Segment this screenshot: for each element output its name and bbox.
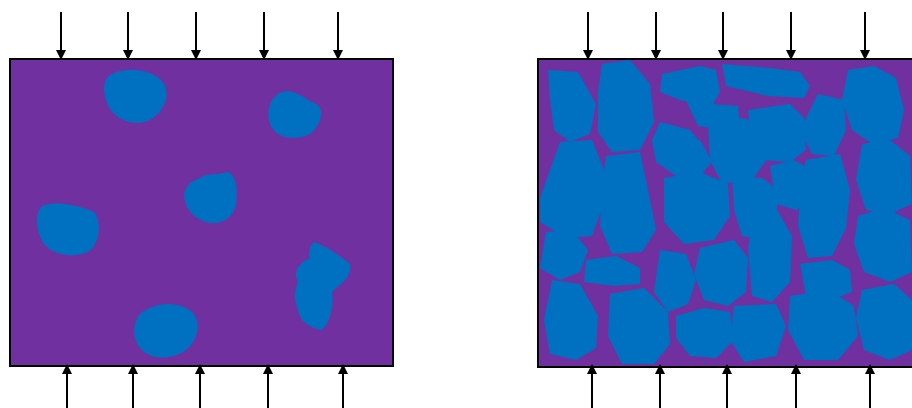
particle — [544, 280, 598, 360]
particle — [134, 303, 198, 358]
particle — [540, 230, 588, 280]
particle — [104, 69, 167, 123]
left-top-arrows — [56, 12, 343, 60]
particle — [798, 154, 850, 258]
particle — [184, 172, 237, 224]
particle — [598, 60, 654, 152]
left-particles — [36, 69, 351, 358]
left-panel — [9, 58, 394, 367]
particle — [748, 104, 806, 162]
right-particles — [540, 60, 912, 364]
right-panel — [537, 58, 912, 368]
particle — [676, 308, 734, 358]
particle — [295, 242, 351, 330]
right-bottom-arrows — [587, 364, 875, 408]
particle — [664, 172, 730, 244]
particle — [268, 91, 322, 138]
particle — [856, 284, 912, 360]
particle — [788, 290, 858, 360]
particle — [664, 136, 712, 176]
particle — [856, 140, 912, 214]
particle — [722, 64, 810, 98]
particle — [584, 256, 640, 286]
particle — [600, 152, 656, 254]
particle — [548, 70, 596, 142]
particle — [854, 208, 912, 282]
particle — [730, 304, 786, 362]
particle — [800, 260, 852, 300]
particle — [694, 240, 748, 306]
particle — [660, 66, 720, 106]
particle — [36, 203, 99, 256]
particle — [842, 66, 904, 144]
particle — [748, 196, 792, 302]
particle — [608, 288, 670, 364]
particle — [800, 94, 846, 156]
particle — [654, 250, 696, 312]
particle — [540, 140, 604, 238]
left-bottom-arrows — [62, 364, 348, 408]
right-top-arrows — [583, 12, 870, 60]
